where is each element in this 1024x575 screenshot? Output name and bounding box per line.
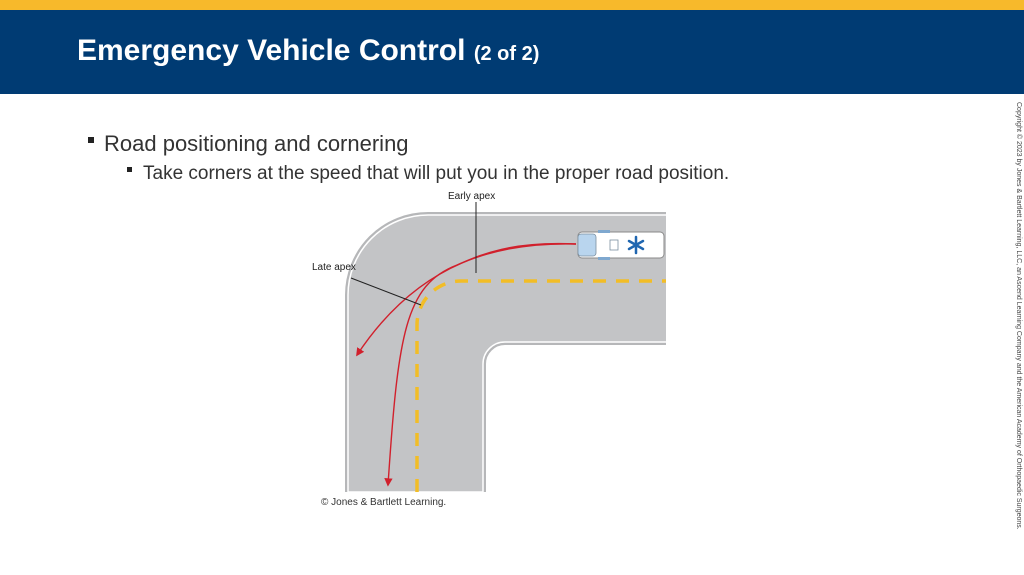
bullet-level-2: Take corners at the speed that will put … (127, 163, 729, 185)
bullet-square-icon (88, 137, 94, 144)
bullet-text: Road positioning and cornering (104, 131, 409, 156)
slide-title-suffix: (2 of 2) (473, 43, 540, 65)
center-line (415, 279, 666, 492)
late-apex-label: Late apex (312, 262, 356, 273)
early-apex-label: Early apex (448, 191, 495, 202)
cornering-diagram: Early apex Late apex (312, 191, 666, 492)
bullet-level-1: Road positioning and cornering (88, 131, 409, 157)
copyright-notice: Copyright © 2023 by Jones & Bartlett Lea… (1014, 102, 1024, 557)
bullet-text: Take corners at the speed that will put … (143, 163, 730, 184)
ambulance-icon (577, 230, 665, 260)
accent-stripe (0, 0, 1024, 10)
slide-title-main: Emergency Vehicle Control (77, 34, 466, 67)
slide-title: Emergency Vehicle Control (2 of 2) (77, 34, 539, 68)
figure-credit: © Jones & Bartlett Learning. (321, 497, 447, 508)
late-apex-path (384, 242, 577, 487)
bullet-square-icon (127, 167, 132, 173)
copyright-text: Copyright © 2023 by Jones & Bartlett Lea… (1015, 102, 1022, 530)
title-bar (0, 10, 1024, 94)
late-apex-leader (350, 277, 422, 306)
